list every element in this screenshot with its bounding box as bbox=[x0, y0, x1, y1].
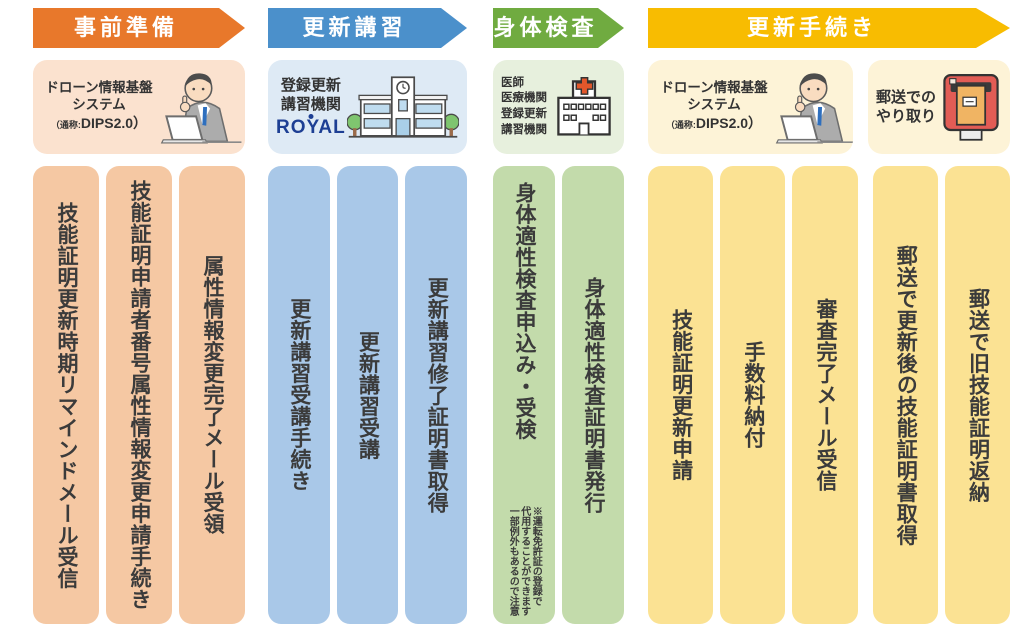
training-org-info-box: 登録更新 講習機関 ROYAL bbox=[268, 60, 467, 154]
step-column: 更新講習受講 bbox=[336, 166, 399, 624]
step-column: 手数料納付 bbox=[720, 166, 786, 624]
dips-info-box: ドローン情報基盤 システム （通称:DIPS2.0） bbox=[648, 60, 853, 154]
training-org-name: 登録更新 講習機関 ROYAL bbox=[276, 76, 346, 138]
section-header-renewal-training: 更新講習 bbox=[268, 8, 467, 48]
section-renewal-procedure: 更新手続き ドローン情報基盤 システム （通称:DIPS2.0） bbox=[648, 8, 1011, 624]
red-postbox-icon bbox=[940, 70, 1002, 144]
preparation-steps: 技能証明更新時期リマインドメール受信 技能証明申請者番号属性情報変更申請手続き … bbox=[33, 166, 245, 624]
person-at-laptop-icon bbox=[772, 66, 853, 148]
step-column: 属性情報変更完了メール受領 bbox=[179, 166, 245, 624]
step-column: 審査完了メール受信 bbox=[792, 166, 858, 624]
medical-org-names: 医師 医療機関 登録更新 講習機関 bbox=[501, 76, 547, 136]
step-column: 郵送で旧技能証明返納 bbox=[944, 166, 1011, 624]
section-preparation: 事前準備 ドローン情報基盤 システム （通称:DIPS2.0） bbox=[33, 8, 245, 624]
dips-system-name: ドローン情報基盤 システム （通称:DIPS2.0） bbox=[660, 80, 768, 131]
person-at-laptop-icon bbox=[157, 66, 243, 148]
royal-logo: ROYAL bbox=[276, 116, 346, 138]
section-header-physical-exam: 身体検査 bbox=[493, 8, 624, 48]
dips-info-box: ドローン情報基盤 システム （通称:DIPS2.0） bbox=[33, 60, 245, 154]
school-building-icon bbox=[347, 69, 459, 145]
section-physical-exam: 身体検査 医師 医療機関 登録更新 講習機関 bbox=[493, 8, 624, 624]
step-column: 更新講習受講手続き bbox=[268, 166, 330, 624]
mail-info-box: 郵送での やり取り bbox=[868, 60, 1010, 154]
step-column: 身体適性検査申込み・受検 ※運転免許証の登録で 代用することができます 一部例外… bbox=[493, 166, 555, 624]
step-column: 技能証明更新申請 bbox=[648, 166, 714, 624]
section-header-preparation: 事前準備 bbox=[33, 8, 245, 48]
step-column: 技能証明更新時期リマインドメール受信 bbox=[33, 166, 99, 624]
drivers-license-note: ※運転免許証の登録で 代用することができます 一部例外もあるので注意 bbox=[507, 506, 542, 616]
section-header-renewal-procedure: 更新手続き bbox=[648, 8, 1010, 48]
mail-label: 郵送での やり取り bbox=[876, 88, 937, 126]
medical-org-info-box: 医師 医療機関 登録更新 講習機関 bbox=[493, 60, 624, 154]
step-column: 更新講習修了証明書取得 bbox=[405, 166, 468, 624]
step-column: 技能証明申請者番号属性情報変更申請手続き bbox=[106, 166, 172, 624]
dips-system-name: ドローン情報基盤 システム （通称:DIPS2.0） bbox=[45, 80, 153, 131]
step-column: 郵送で更新後の技能証明書取得 bbox=[872, 166, 938, 624]
physical-exam-steps: 身体適性検査申込み・受検 ※運転免許証の登録で 代用することができます 一部例外… bbox=[493, 166, 624, 624]
step-column: 身体適性検査証明書発行 bbox=[562, 166, 624, 624]
renewal-procedure-steps: 技能証明更新申請 手数料納付 審査完了メール受信 郵送で更新後の技能証明書取得 … bbox=[648, 166, 1011, 624]
section-renewal-training: 更新講習 登録更新 講習機関 ROYAL bbox=[268, 8, 468, 624]
training-steps: 更新講習受講手続き 更新講習受講 更新講習修了証明書取得 bbox=[268, 166, 468, 624]
hospital-icon bbox=[552, 74, 616, 140]
